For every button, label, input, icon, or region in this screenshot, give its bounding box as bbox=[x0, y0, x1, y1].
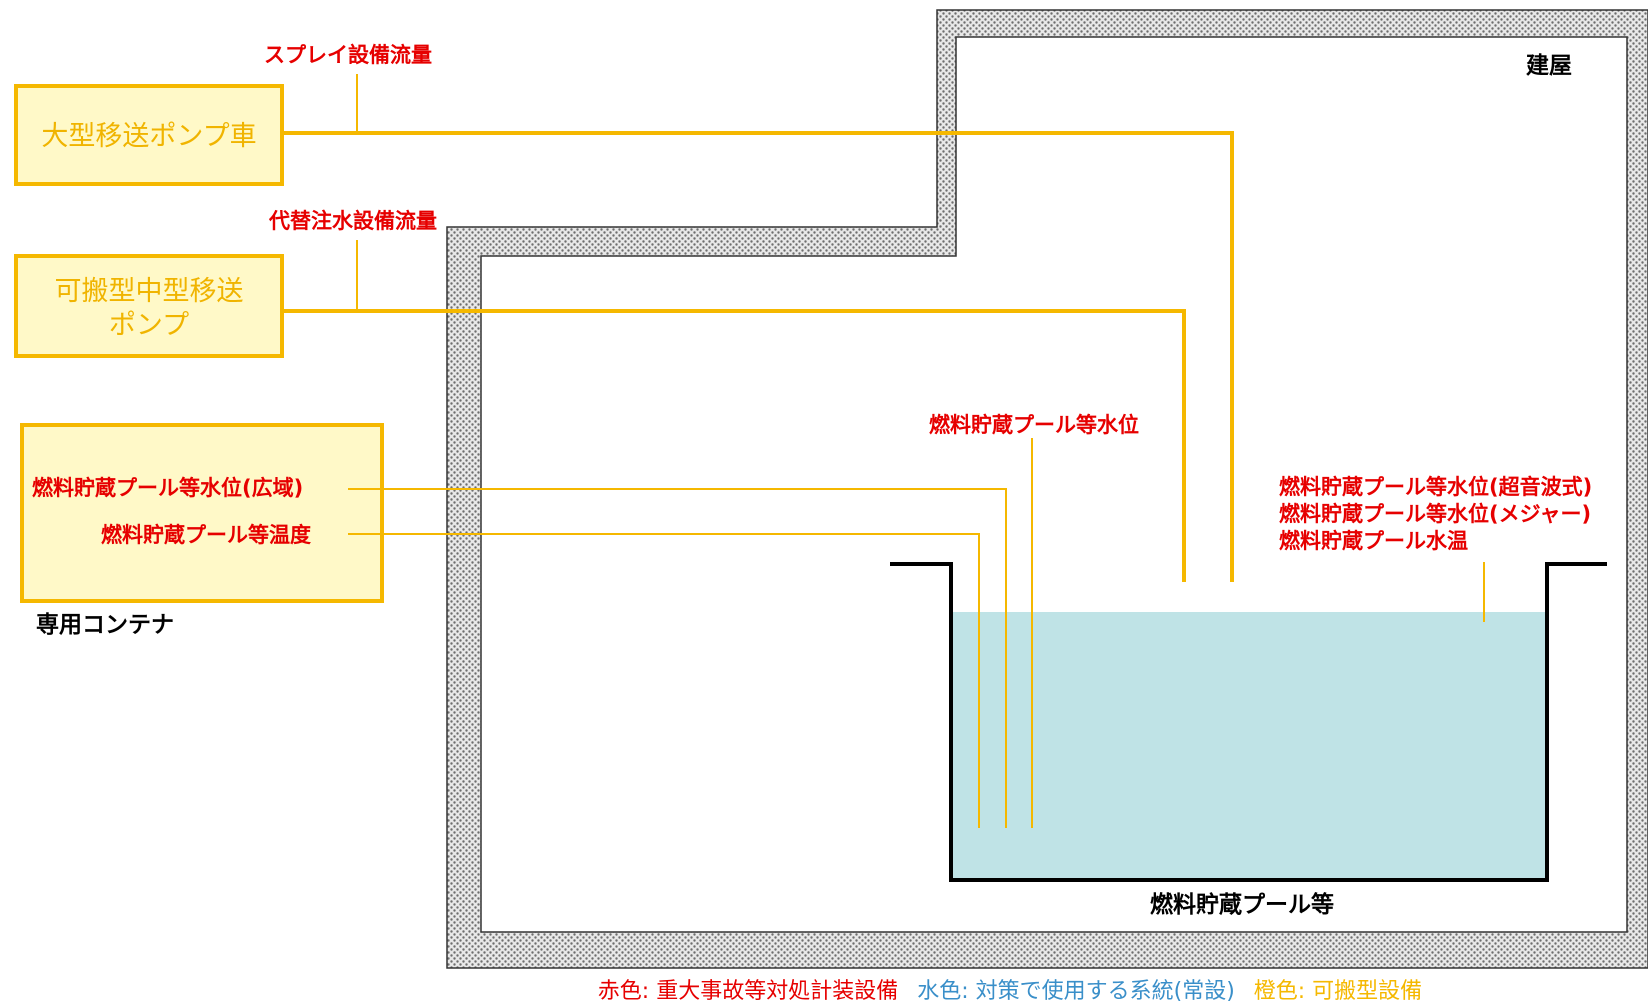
pool-level-measure-label: 燃料貯蔵プール等水位(メジャー) bbox=[1279, 502, 1591, 526]
medium-pump-label-line1: 可搬型中型移送 bbox=[55, 276, 244, 307]
legend-red: 赤色: 重大事故等対処計装設備 bbox=[598, 979, 898, 1004]
legend: 赤色: 重大事故等対処計装設備 水色: 対策で使用する系統(常設) 橙色: 可搬… bbox=[598, 979, 1422, 1004]
pool-water bbox=[952, 612, 1546, 880]
pool-temp-signal bbox=[348, 533, 980, 828]
alt-injection-flow-label: 代替注水設備流量 bbox=[268, 209, 437, 233]
pool-level-wide-signal bbox=[348, 488, 1007, 828]
legend-cyan: 水色: 対策で使用する系統(常設) bbox=[917, 979, 1235, 1004]
pool-level-label: 燃料貯蔵プール等水位 bbox=[929, 413, 1139, 437]
building-label: 建屋 bbox=[1526, 53, 1572, 79]
pool-wall bbox=[890, 562, 1607, 882]
medium-pump-label-line2: ポンプ bbox=[109, 310, 189, 341]
medium-pump-box: 可搬型中型移送 ポンプ bbox=[14, 254, 284, 358]
spray-flow-label: スプレイ設備流量 bbox=[264, 43, 432, 67]
pool-water-temp-label: 燃料貯蔵プール水温 bbox=[1279, 529, 1468, 553]
spray-pipe bbox=[282, 131, 1234, 582]
large-pump-truck-box: 大型移送ポンプ車 bbox=[14, 84, 284, 186]
dedicated-container-box bbox=[20, 423, 384, 603]
large-pump-truck-label: 大型移送ポンプ車 bbox=[41, 121, 256, 152]
building-wall bbox=[446, 9, 1648, 969]
injection-pipe bbox=[282, 309, 1186, 582]
pool-level-wide-label: 燃料貯蔵プール等水位(広域) bbox=[32, 476, 303, 500]
pool-temp-label: 燃料貯蔵プール等温度 bbox=[101, 523, 311, 547]
pool-label: 燃料貯蔵プール等 bbox=[1150, 891, 1334, 918]
container-label: 専用コンテナ bbox=[36, 612, 174, 638]
legend-orange: 橙色: 可搬型設備 bbox=[1254, 979, 1422, 1004]
pool-level-ultrasonic-label: 燃料貯蔵プール等水位(超音波式) bbox=[1279, 475, 1592, 499]
